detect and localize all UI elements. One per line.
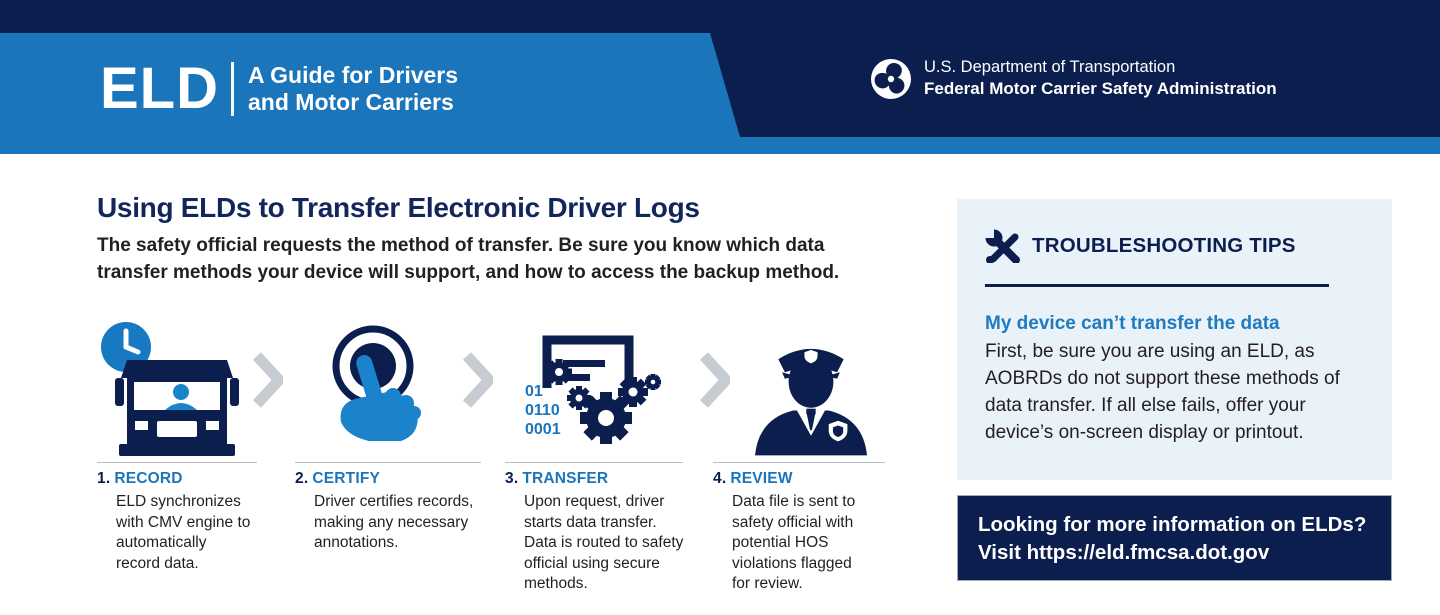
press-button-icon xyxy=(332,325,421,441)
step-review: 4.REVIEW Data file is sent to safety off… xyxy=(713,308,885,595)
step-number: 3. xyxy=(505,470,519,487)
tagline-line1: A Guide for Drivers xyxy=(248,62,459,88)
agency-text: U.S. Department of Transportation Federa… xyxy=(924,57,1277,100)
chevron-right-icon xyxy=(463,352,493,408)
agency-block: U.S. Department of Transportation Federa… xyxy=(870,57,1277,100)
truck-clock-icon xyxy=(101,322,239,456)
step-label: 1.RECORD xyxy=(97,470,257,488)
chevron-right-icon xyxy=(700,352,730,408)
info-link[interactable]: Visit https://eld.fmcsa.dot.gov xyxy=(978,541,1270,564)
step-label: 2.CERTIFY xyxy=(295,470,481,488)
step-name: CERTIFY xyxy=(312,470,381,487)
page-subtitle: The safety official requests the method … xyxy=(97,235,840,283)
document-gears-icon: 01 0110 0001 xyxy=(525,335,661,444)
step-certify: 2.CERTIFY Driver certifies records, maki… xyxy=(295,308,481,554)
brand-tagline: A Guide for Drivers and Motor Carriers xyxy=(248,62,458,116)
tips-header: TROUBLESHOOTING TIPS xyxy=(985,229,1364,263)
step-number: 2. xyxy=(295,470,309,487)
tips-title: TROUBLESHOOTING TIPS xyxy=(1032,234,1296,257)
tips-divider xyxy=(985,284,1329,287)
page-title: Using ELDs to Transfer Electronic Driver… xyxy=(97,192,700,223)
header: ELD A Guide for Drivers and Motor Carrie… xyxy=(0,0,1440,154)
binary-text: 0110 xyxy=(525,402,560,419)
info-line1: Looking for more information on ELDs? xyxy=(978,513,1367,536)
agency-line2: Federal Motor Carrier Safety Administrat… xyxy=(924,79,1277,98)
step-name: REVIEW xyxy=(730,470,793,487)
tips-answer: First, be sure you are using an ELD, as … xyxy=(985,341,1340,443)
header-top-strip xyxy=(0,0,1440,33)
step-divider xyxy=(295,462,481,463)
step-number: 1. xyxy=(97,470,111,487)
step-name: TRANSFER xyxy=(522,470,609,487)
wrench-screwdriver-icon xyxy=(985,229,1020,263)
step-description: ELD synchronizes with CMV engine to auto… xyxy=(116,493,251,572)
step-description: Data file is sent to safety official wit… xyxy=(732,493,856,592)
step-divider xyxy=(713,462,885,463)
eld-logo: ELD xyxy=(100,56,219,121)
dot-triskelion-icon xyxy=(871,58,911,99)
step-description: Driver certifies records, making any nec… xyxy=(314,493,474,551)
troubleshooting-tips-box: TROUBLESHOOTING TIPS My device can’t tra… xyxy=(957,199,1392,480)
step-name: RECORD xyxy=(114,470,183,487)
step-divider xyxy=(97,462,257,463)
safety-official-icon xyxy=(755,348,867,456)
step-label: 4.REVIEW xyxy=(713,470,885,488)
tips-question: My device can’t transfer the data xyxy=(985,313,1280,334)
eld-brand: ELD A Guide for Drivers and Motor Carrie… xyxy=(100,60,458,118)
brand-divider xyxy=(231,62,234,116)
step-record: 1.RECORD ELD synchronizes with CMV engin… xyxy=(97,308,257,574)
chevron-right-icon xyxy=(253,352,283,408)
header-navy-wedge xyxy=(710,33,1440,137)
step-number: 4. xyxy=(713,470,727,487)
step-divider xyxy=(505,462,683,463)
step-description: Upon request, driver starts data transfe… xyxy=(524,493,684,592)
steps-row: 1.RECORD ELD synchronizes with CMV engin… xyxy=(97,308,907,598)
tagline-line2: and Motor Carriers xyxy=(248,89,454,115)
more-info-box: Looking for more information on ELDs? Vi… xyxy=(957,495,1392,581)
binary-text: 0001 xyxy=(525,421,561,438)
agency-line1: U.S. Department of Transportation xyxy=(924,58,1176,76)
step-label: 3.TRANSFER xyxy=(505,470,683,488)
step-transfer: 01 0110 0001 xyxy=(505,308,683,595)
binary-text: 01 xyxy=(525,383,543,400)
